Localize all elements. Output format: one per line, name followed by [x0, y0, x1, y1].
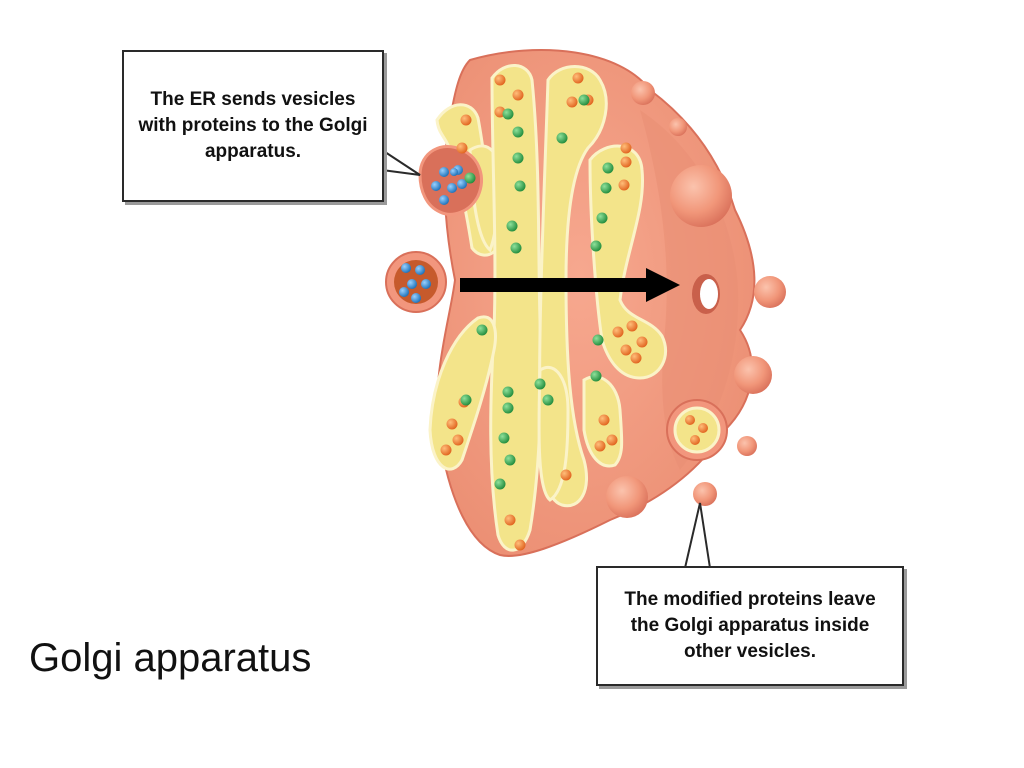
vesicle — [669, 118, 687, 136]
callout-pointers — [381, 149, 711, 569]
cargo-vesicle — [666, 399, 728, 461]
vesicle — [754, 276, 786, 308]
callout-er-sends: The ER sends vesicles with proteins to t… — [122, 50, 384, 202]
cisterna-4 — [588, 144, 668, 380]
er-budding-vesicle — [418, 144, 483, 216]
transport-vesicle — [385, 251, 447, 313]
cisterna-2 — [489, 64, 543, 552]
vesicle — [693, 482, 717, 506]
slide-title: Golgi apparatus — [29, 636, 312, 680]
vesicle — [734, 356, 772, 394]
vesicle — [670, 165, 732, 227]
callout-er-sends-text: The ER sends vesicles with proteins to t… — [138, 89, 368, 162]
proteins — [440, 72, 648, 551]
callout-modified-proteins: The modified proteins leave the Golgi ap… — [596, 566, 904, 686]
vesicle — [737, 436, 757, 456]
secretory-vesicles — [606, 81, 786, 518]
callout-modified-proteins-text: The modified proteins leave the Golgi ap… — [624, 589, 876, 662]
vesicle — [606, 476, 648, 518]
cisterna-6 — [428, 315, 497, 471]
direction-arrow — [460, 268, 680, 302]
vesicle — [631, 81, 655, 105]
cisternae — [428, 64, 668, 552]
